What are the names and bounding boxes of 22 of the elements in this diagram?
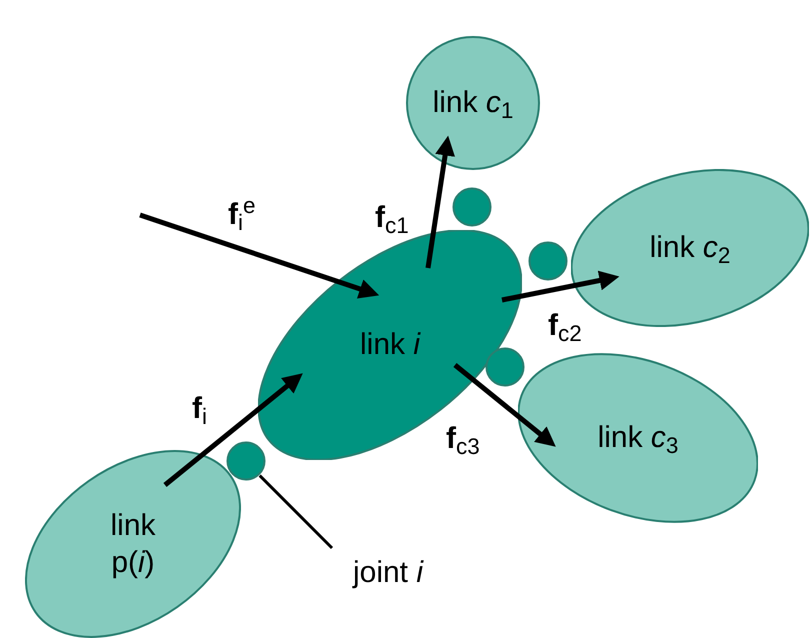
joint-circle: [485, 347, 525, 387]
force-arrow: [163, 373, 303, 487]
edge-label: f$_{c1}$: [375, 200, 409, 240]
joint-label: joint i: [328, 548, 448, 596]
force-arrow: [453, 363, 556, 447]
edge-label: f$_{c2}$: [548, 308, 582, 348]
edge-label: f$_{c3}$: [446, 421, 480, 461]
node-label: link p(i): [109, 508, 156, 581]
node-label: link c$_{2}$: [650, 230, 730, 267]
link-ellipse: [25, 450, 241, 638]
joint-circle: [452, 187, 492, 227]
joint-circle: [226, 441, 266, 481]
node-label: link i: [360, 327, 420, 364]
force-arrow: [139, 212, 380, 298]
force-arrow: [502, 270, 620, 302]
force-arrow: [426, 136, 455, 268]
edge-label: f$_{i}$: [192, 391, 207, 431]
joint-circle: [528, 241, 568, 281]
leader-line: [258, 474, 334, 550]
node-label: link c$_{3}$: [598, 420, 678, 457]
node-label: link c$_{1}$: [432, 85, 514, 122]
link-circle: [406, 36, 540, 170]
